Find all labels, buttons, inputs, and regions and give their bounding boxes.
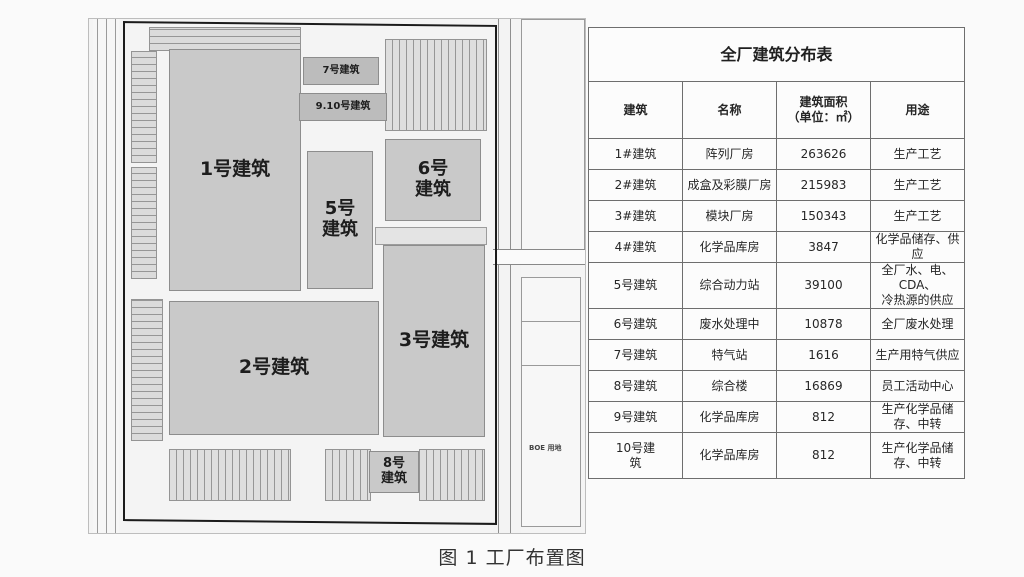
cell-use: 化学品储存、供应 [870, 231, 965, 263]
west-parking-upper [131, 51, 157, 163]
cell-name: 综合楼 [682, 370, 777, 402]
cell-area: 215983 [776, 169, 871, 201]
cell-area: 1616 [776, 339, 871, 371]
cell-name: 化学品库房 [682, 432, 777, 479]
cell-use: 员工活动中心 [870, 370, 965, 402]
building-5[interactable]: 5号 建筑 [307, 151, 373, 289]
west-parking-south [131, 299, 163, 441]
cell-area: 150343 [776, 200, 871, 232]
table-row: 9号建筑 化学品库房 812 生产化学品储存、中转 [588, 401, 965, 433]
table-row: 7号建筑 特气站 1616 生产用特气供应 [588, 339, 965, 371]
cell-building: 6号建筑 [588, 308, 683, 340]
east-field-south [521, 365, 581, 527]
cell-area: 10878 [776, 308, 871, 340]
cell-use: 全厂水、电、CDA、 冷热源的供应 [870, 262, 965, 309]
building-3[interactable]: 3号建筑 [383, 245, 485, 437]
header-building: 建筑 [588, 81, 683, 139]
table-row: 5号建筑 综合动力站 39100 全厂水、电、CDA、 冷热源的供应 [588, 262, 965, 309]
cell-area: 812 [776, 401, 871, 433]
header-use: 用途 [870, 81, 965, 139]
cell-name: 化学品库房 [682, 401, 777, 433]
cell-name: 综合动力站 [682, 262, 777, 309]
east-field-plot-a [521, 277, 581, 323]
table-row: 6号建筑 废水处理中 10878 全厂废水处理 [588, 308, 965, 340]
cell-building: 7号建筑 [588, 339, 683, 371]
figure-caption: 图 1 工厂布置图 [438, 547, 586, 569]
south-parking-mid [325, 449, 371, 501]
cell-use: 生产工艺 [870, 138, 965, 170]
building-3-label: 3号建筑 [398, 329, 470, 352]
building-1[interactable]: 1号建筑 [169, 49, 301, 291]
table-row: 3#建筑 模块厂房 150343 生产工艺 [588, 200, 965, 232]
east-road [493, 19, 521, 533]
building-5-label: 5号 建筑 [322, 198, 358, 240]
boe-land-label: BOE 用地 [529, 444, 562, 452]
building-9-10[interactable]: 9.10号建筑 [299, 93, 387, 121]
cell-building: 5号建筑 [588, 262, 683, 309]
cell-use: 生产化学品储存、中转 [870, 401, 965, 433]
cell-use: 生产用特气供应 [870, 339, 965, 371]
table-row: 2#建筑 成盒及彩膜厂房 215983 生产工艺 [588, 169, 965, 201]
building-8[interactable]: 8号 建筑 [369, 451, 419, 493]
factory-site-plan: BOE 用地 1号建筑 7号建筑 9.10号建筑 5号 建筑 6号 建筑 2号建… [88, 18, 586, 534]
south-parking-west [169, 449, 291, 501]
table-title: 全厂建筑分布表 [588, 27, 965, 82]
cell-area: 812 [776, 432, 871, 479]
utility-yard [375, 227, 487, 245]
cell-area: 39100 [776, 262, 871, 309]
cell-building: 9号建筑 [588, 401, 683, 433]
cell-name: 阵列厂房 [682, 138, 777, 170]
building-7[interactable]: 7号建筑 [303, 57, 379, 85]
table-row: 10号建 筑 化学品库房 812 生产化学品储存、中转 [588, 432, 965, 479]
cell-building: 8号建筑 [588, 370, 683, 402]
building-1-label: 1号建筑 [199, 158, 271, 181]
cell-use: 生产化学品储存、中转 [870, 432, 965, 479]
east-field-plot-b [521, 321, 581, 367]
table-row: 4#建筑 化学品库房 3847 化学品储存、供应 [588, 231, 965, 263]
north-parking [149, 27, 301, 51]
header-area: 建筑面积 （单位：㎡） [776, 81, 871, 139]
cell-building: 4#建筑 [588, 231, 683, 263]
building-6[interactable]: 6号 建筑 [385, 139, 481, 221]
building-9-10-label: 9.10号建筑 [315, 101, 371, 113]
cell-area: 16869 [776, 370, 871, 402]
south-parking-east [419, 449, 485, 501]
table-row: 1#建筑 阵列厂房 263626 生产工艺 [588, 138, 965, 170]
cell-use: 生产工艺 [870, 200, 965, 232]
building-2[interactable]: 2号建筑 [169, 301, 379, 435]
building-7-label: 7号建筑 [322, 65, 360, 77]
cell-use: 生产工艺 [870, 169, 965, 201]
building-2-label: 2号建筑 [238, 356, 310, 379]
west-road [93, 19, 119, 533]
cell-building: 3#建筑 [588, 200, 683, 232]
building-8-label: 8号 建筑 [380, 456, 407, 486]
cell-name: 特气站 [682, 339, 777, 371]
east-field-north [521, 19, 585, 251]
cell-building: 1#建筑 [588, 138, 683, 170]
cell-building: 10号建 筑 [588, 432, 683, 479]
cell-name: 化学品库房 [682, 231, 777, 263]
table-row: 8号建筑 综合楼 16869 员工活动中心 [588, 370, 965, 402]
cell-use: 全厂废水处理 [870, 308, 965, 340]
header-name: 名称 [682, 81, 777, 139]
cell-building: 2#建筑 [588, 169, 683, 201]
cell-name: 废水处理中 [682, 308, 777, 340]
cell-name: 模块厂房 [682, 200, 777, 232]
west-parking-lower [131, 167, 157, 279]
building-6-label: 6号 建筑 [415, 158, 451, 200]
northeast-parking [385, 39, 487, 131]
cell-area: 263626 [776, 138, 871, 170]
cell-area: 3847 [776, 231, 871, 263]
cell-name: 成盒及彩膜厂房 [682, 169, 777, 201]
east-cross-road [493, 249, 585, 265]
building-distribution-table: 全厂建筑分布表 建筑 名称 建筑面积 （单位：㎡） 用途 1#建筑 阵列厂房 2… [588, 27, 965, 479]
